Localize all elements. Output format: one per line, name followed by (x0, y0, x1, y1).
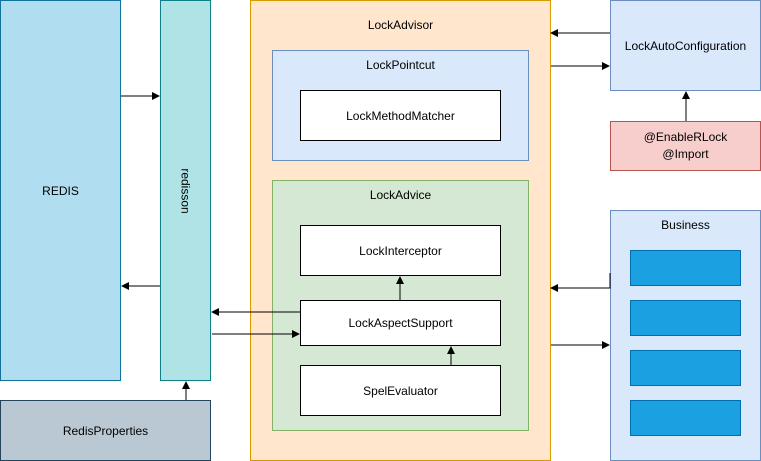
lock-aspect-support-box: LockAspectSupport (300, 300, 501, 346)
lock-method-matcher-label: LockMethodMatcher (346, 108, 455, 123)
spel-evaluator-label: SpelEvaluator (363, 383, 438, 398)
redis-label: REDIS (42, 183, 79, 198)
spel-evaluator-box: SpelEvaluator (300, 365, 501, 416)
lock-auto-configuration-label: LockAutoConfiguration (624, 38, 747, 53)
lock-interceptor-label: LockInterceptor (359, 243, 442, 258)
redis-properties-label: RedisProperties (62, 423, 149, 438)
lock-advice-label: LockAdvice (369, 188, 432, 202)
lock-interceptor-box: LockInterceptor (300, 225, 501, 276)
arrow-business-to-advisor (550, 273, 611, 292)
redisson-label: redisson (178, 167, 193, 214)
lock-aspect-support-label: LockAspectSupport (348, 316, 453, 330)
business-block (630, 350, 741, 386)
lock-pointcut-label: LockPointcut (366, 58, 435, 72)
import-label: @Import (662, 147, 709, 161)
lock-method-matcher-box: LockMethodMatcher (300, 90, 501, 141)
lock-auto-configuration-box: LockAutoConfiguration (610, 0, 761, 91)
business-block (630, 400, 741, 436)
lock-advisor-label: LockAdvisor (367, 18, 434, 32)
business-block (630, 250, 741, 286)
annotations-box: @EnableRLock @Import (610, 121, 761, 171)
redis-properties-box: RedisProperties (0, 400, 211, 461)
business-label: Business (661, 218, 710, 232)
redis-box: REDIS (0, 0, 121, 381)
redisson-box: redisson (160, 0, 211, 381)
business-block (630, 300, 741, 336)
enable-rlock-label: @EnableRLock (643, 130, 728, 144)
